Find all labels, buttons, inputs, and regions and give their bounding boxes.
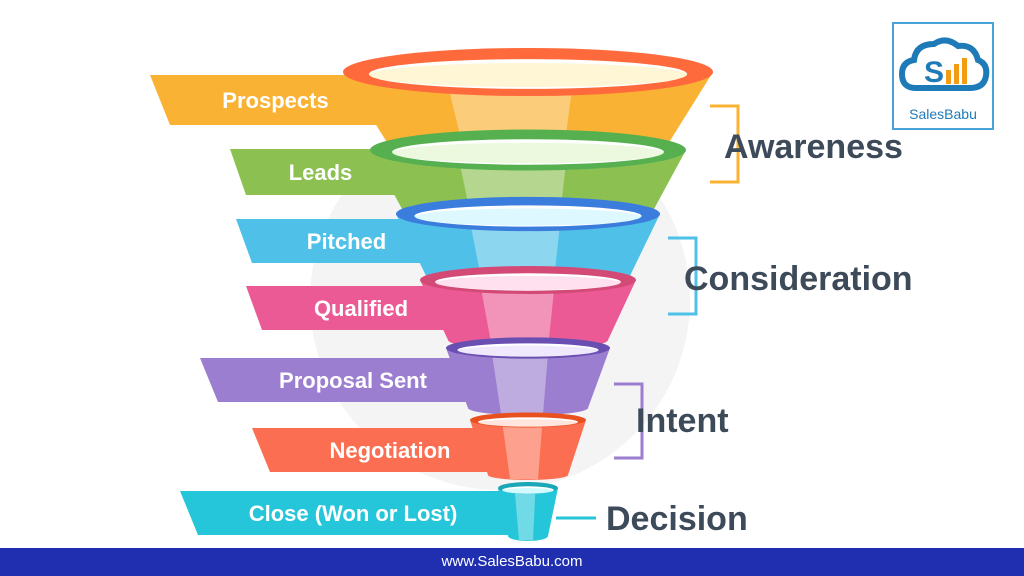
phase-bracket — [710, 104, 740, 184]
stage-label: Close (Won or Lost) — [249, 501, 458, 526]
funnel-highlight — [491, 348, 549, 415]
funnel-highlight — [501, 420, 543, 480]
phase-label: Consideration — [684, 260, 913, 298]
funnel-band — [420, 280, 636, 350]
funnel-band — [498, 488, 558, 541]
stage-ribbon — [200, 358, 508, 402]
funnel-opening — [435, 273, 621, 291]
stage-ribbon — [252, 428, 530, 472]
phase-label: Intent — [636, 402, 729, 440]
funnel-highlight — [514, 488, 536, 541]
funnel-highlight — [479, 280, 555, 349]
logo-wordmark: SalesBabu — [909, 106, 977, 122]
phase-bracket — [614, 382, 644, 460]
funnel-opening — [414, 205, 642, 227]
funnel-opening-shade — [502, 488, 554, 494]
funnel-opening-shade — [392, 142, 664, 164]
stage-label: Negotiation — [330, 438, 451, 463]
stage-label: Proposal Sent — [279, 368, 428, 393]
footer-bar: www.SalesBabu.com — [0, 548, 1024, 576]
funnel-opening-shade — [435, 275, 621, 291]
funnel-opening — [457, 343, 599, 357]
phase-bracket — [668, 236, 698, 316]
stage-label: Qualified — [314, 296, 408, 321]
phase-label: Awareness — [724, 128, 903, 166]
stage-label: Leads — [289, 160, 353, 185]
footer-url[interactable]: www.SalesBabu.com — [441, 553, 583, 570]
stage-ribbon — [180, 491, 528, 535]
funnel-opening — [478, 417, 578, 427]
funnel-opening-shade — [368, 62, 688, 88]
funnel-band — [446, 348, 610, 416]
stage-ribbon — [230, 149, 411, 195]
stage-ribbon — [150, 75, 405, 125]
funnel-opening-shade — [478, 419, 578, 427]
funnel-opening-shade — [414, 208, 642, 226]
phase-label: Decision — [606, 500, 748, 538]
cloud-chart-icon: S — [898, 37, 990, 91]
funnel-band — [470, 420, 586, 480]
funnel-opening-shade — [457, 345, 599, 357]
stage-ribbon — [236, 219, 457, 263]
svg-text:S: S — [924, 56, 944, 89]
funnel-opening — [502, 486, 554, 494]
stage-ribbon — [246, 286, 476, 330]
funnel-opening — [392, 139, 664, 165]
stage-label: Prospects — [222, 88, 328, 113]
funnel-opening — [368, 59, 688, 89]
salesbabu-logo: S SalesBabu — [892, 22, 994, 130]
stage-label: Pitched — [307, 229, 386, 254]
